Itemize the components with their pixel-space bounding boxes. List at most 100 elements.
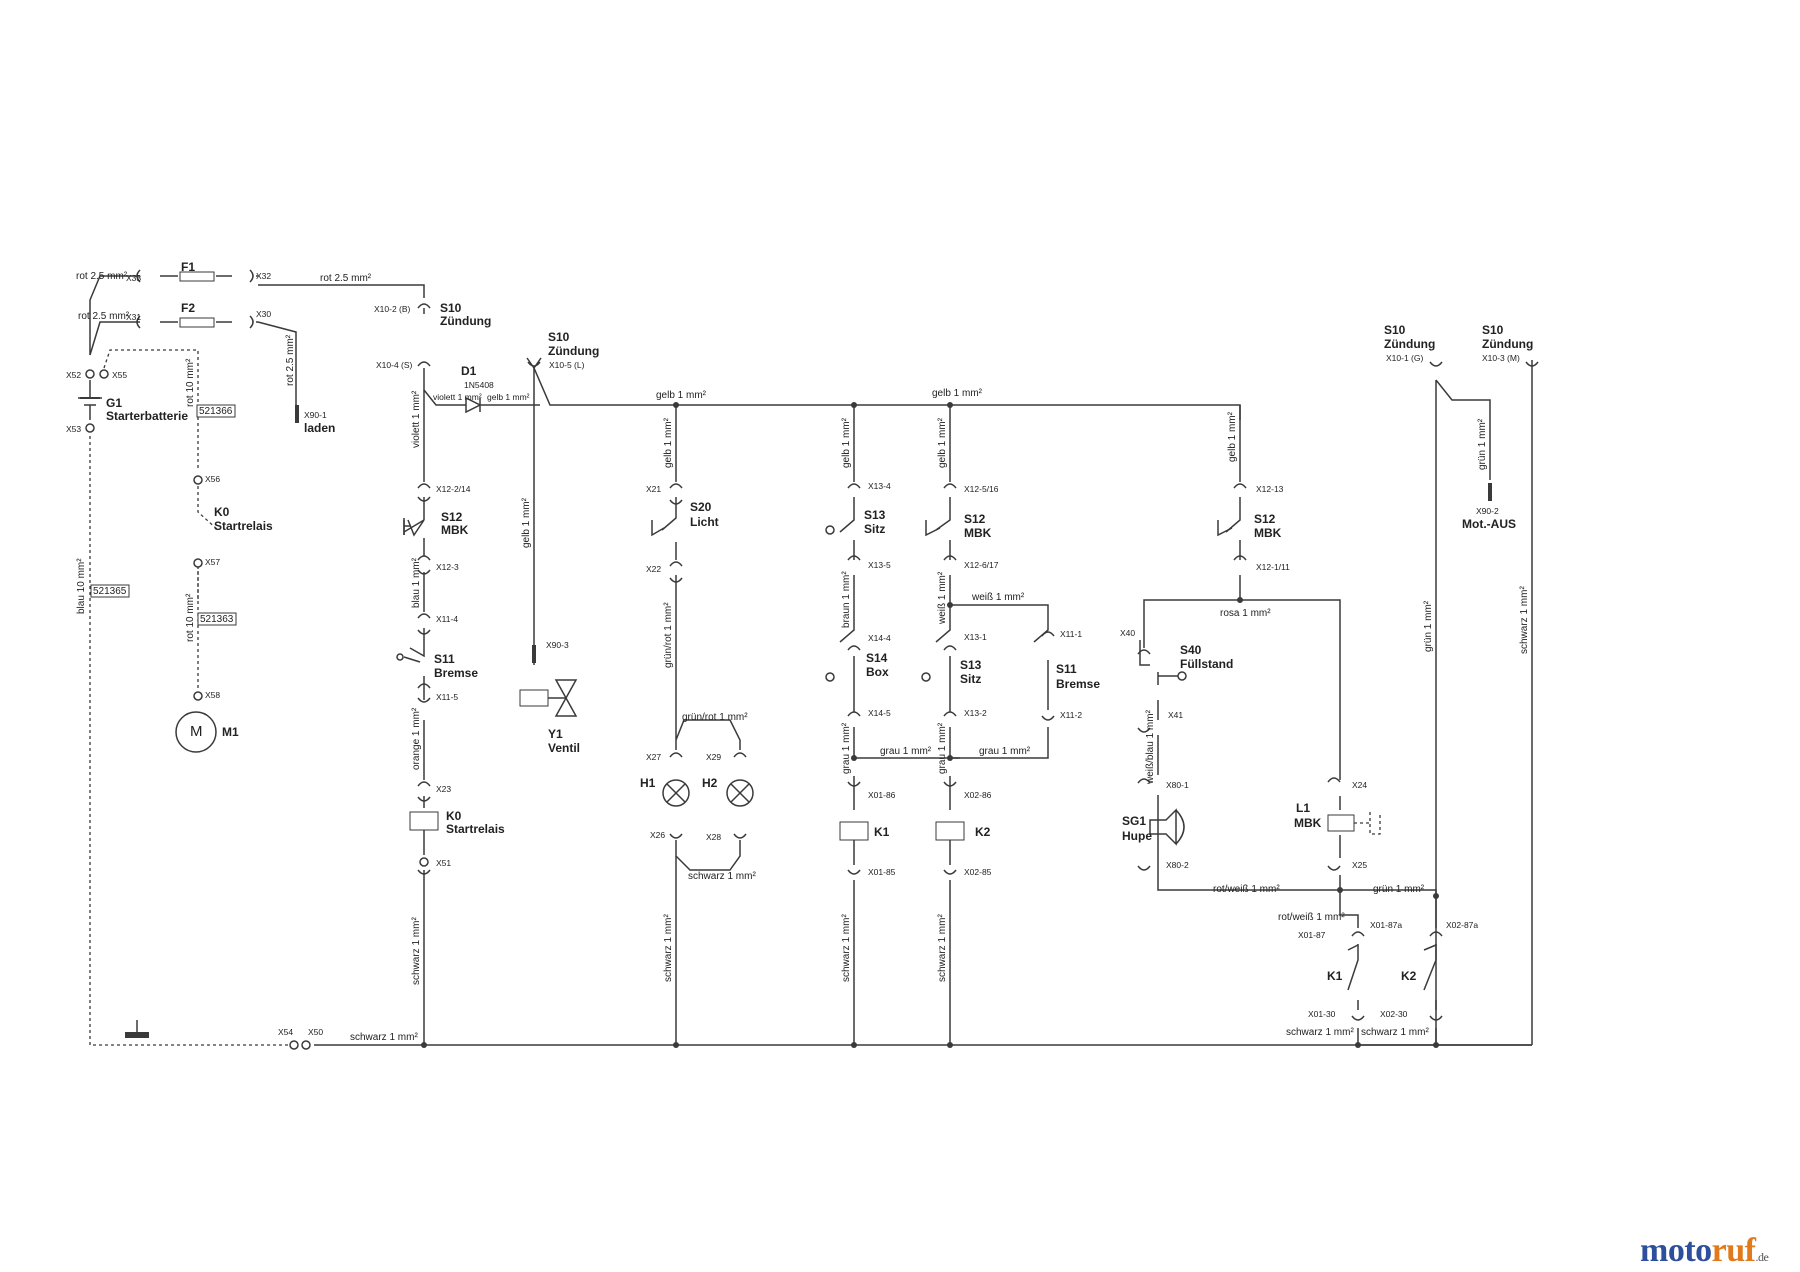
wire-label: schwarz 1 mm²: [841, 914, 852, 982]
terminal-label: X22: [646, 564, 661, 574]
lamp-h2: [726, 779, 754, 807]
wire-label: rot 2.5 mm²: [76, 271, 128, 282]
wire-label: schwarz 1 mm²: [1361, 1027, 1429, 1038]
wire-label: gelb 1 mm²: [841, 417, 852, 468]
label-zuendung: Zündung: [1482, 337, 1533, 351]
wire-label: gelb 1 mm²: [656, 390, 707, 401]
terminal-label: X56: [205, 474, 220, 484]
wire-label: gelb 1 mm²: [663, 417, 674, 468]
wire-label: grün 1 mm²: [1373, 884, 1425, 895]
terminal-label: X50: [308, 1027, 323, 1037]
terminal-label: X90-1: [304, 410, 327, 420]
relay-k0-coil: [409, 811, 439, 831]
label-g1: G1: [106, 396, 122, 410]
wire-label: gelb 1 mm²: [937, 417, 948, 468]
terminal-label: X01-87a: [1370, 920, 1402, 930]
terminal-label: X14-5: [868, 708, 891, 718]
brand-name-part-b: ruf: [1711, 1232, 1756, 1269]
terminal-labels: X33 X31 X32 X30 X52 X55 X53 X56 X57 X58 …: [66, 271, 1520, 1037]
part-number-label: 521363: [200, 614, 234, 625]
terminal-label: X40: [1120, 628, 1135, 638]
label-s11: S11: [434, 652, 455, 666]
label-f1: F1: [181, 260, 195, 274]
wire-label: rot 2.5 mm²: [78, 311, 130, 322]
terminal-label: X01-86: [868, 790, 896, 800]
relay-k2-coil: [935, 821, 965, 841]
wire-label: rosa 1 mm²: [1220, 608, 1271, 619]
label-laden: laden: [304, 421, 335, 435]
terminal-label: X24: [1352, 780, 1367, 790]
terminal-label: X32: [256, 271, 271, 281]
label-k2: K2: [1401, 969, 1417, 983]
terminal-label: X02-85: [964, 867, 992, 877]
wire-label: gelb 1 mm²: [521, 497, 532, 548]
label-h2: H2: [702, 776, 718, 790]
lamp-h1: [662, 779, 690, 807]
terminal-label: X31: [126, 312, 141, 322]
wire-label: grau 1 mm²: [979, 746, 1031, 757]
terminal-label: X27: [646, 752, 661, 762]
label-fuellstand: Füllstand: [1180, 657, 1233, 671]
wire-label: violett 1 mm²: [411, 390, 422, 448]
terminal-label: X58: [205, 690, 220, 700]
terminal-label: X25: [1352, 860, 1367, 870]
terminal-label: X10-1 (G): [1386, 353, 1423, 363]
terminal-label: X02-86: [964, 790, 992, 800]
terminal-label: X10-5 (L): [549, 360, 585, 370]
horn-sg1: [1149, 808, 1185, 846]
terminal-label: X11-1: [1060, 629, 1082, 639]
diode-d1: [465, 396, 482, 414]
terminal-label: X51: [436, 858, 451, 868]
label-s10: S10: [548, 330, 570, 344]
terminal-label: X14-4: [868, 633, 891, 643]
terminal-label: X13-4: [868, 481, 891, 491]
wire-label: grün/rot 1 mm²: [682, 712, 748, 723]
wire-label: weiß/blau 1 mm²: [1145, 709, 1156, 785]
terminal-label: X10-2 (B): [374, 304, 411, 314]
label-s20: S20: [690, 500, 712, 514]
terminal-label: X02-30: [1380, 1009, 1408, 1019]
wire-label: rot 10 mm²: [185, 358, 196, 407]
motor-symbol-letter: M: [190, 723, 203, 740]
brand-logo: motoruf.de: [1640, 1232, 1769, 1270]
wire-label: blau 10 mm²: [76, 558, 87, 614]
wire-label: gelb 1 mm²: [1227, 411, 1238, 462]
label-sitz: Sitz: [864, 522, 885, 536]
wire-label: grau 1 mm²: [937, 722, 948, 774]
wire-label: schwarz 1 mm²: [350, 1032, 418, 1043]
label-sitz: Sitz: [960, 672, 981, 686]
terminal-label: X21: [646, 484, 661, 494]
terminal-label: X11-4: [436, 614, 458, 624]
wire-label: schwarz 1 mm²: [411, 917, 422, 985]
terminal-label: X29: [706, 752, 721, 762]
terminal-label: X13-5: [868, 560, 891, 570]
label-mbk: MBK: [964, 526, 992, 540]
label-s13: S13: [960, 658, 982, 672]
terminal-label: X11-5: [436, 692, 458, 702]
label-s12: S12: [441, 510, 463, 524]
terminal-label: X33: [126, 273, 141, 283]
terminal-label: X12-13: [1256, 484, 1284, 494]
label-mbk: MBK: [1254, 526, 1282, 540]
wire-label: grau 1 mm²: [880, 746, 932, 757]
label-f2: F2: [181, 301, 195, 315]
terminal-label: X90-2: [1476, 506, 1499, 516]
lamp-l1: [1327, 814, 1355, 832]
terminal-label: X01-87: [1298, 930, 1326, 940]
label-mbk: MBK: [1294, 816, 1322, 830]
label-s14: S14: [866, 651, 888, 665]
terminal-label: X80-2: [1166, 860, 1189, 870]
label-diode-type: 1N5408: [464, 380, 494, 390]
wire-label: schwarz 1 mm²: [688, 871, 756, 882]
label-s12: S12: [964, 512, 986, 526]
relay-k1-coil: [839, 821, 869, 841]
label-hupe: Hupe: [1122, 829, 1152, 843]
label-starterbatterie: Starterbatterie: [106, 409, 188, 423]
label-startrelais: Startrelais: [214, 519, 273, 533]
label-h1: H1: [640, 776, 656, 790]
label-k1: K1: [1327, 969, 1343, 983]
label-s11: S11: [1056, 662, 1077, 676]
wire-label: grau 1 mm²: [841, 722, 852, 774]
label-bremse: Bremse: [434, 666, 478, 680]
wire-label: gelb 1 mm²: [932, 388, 983, 399]
